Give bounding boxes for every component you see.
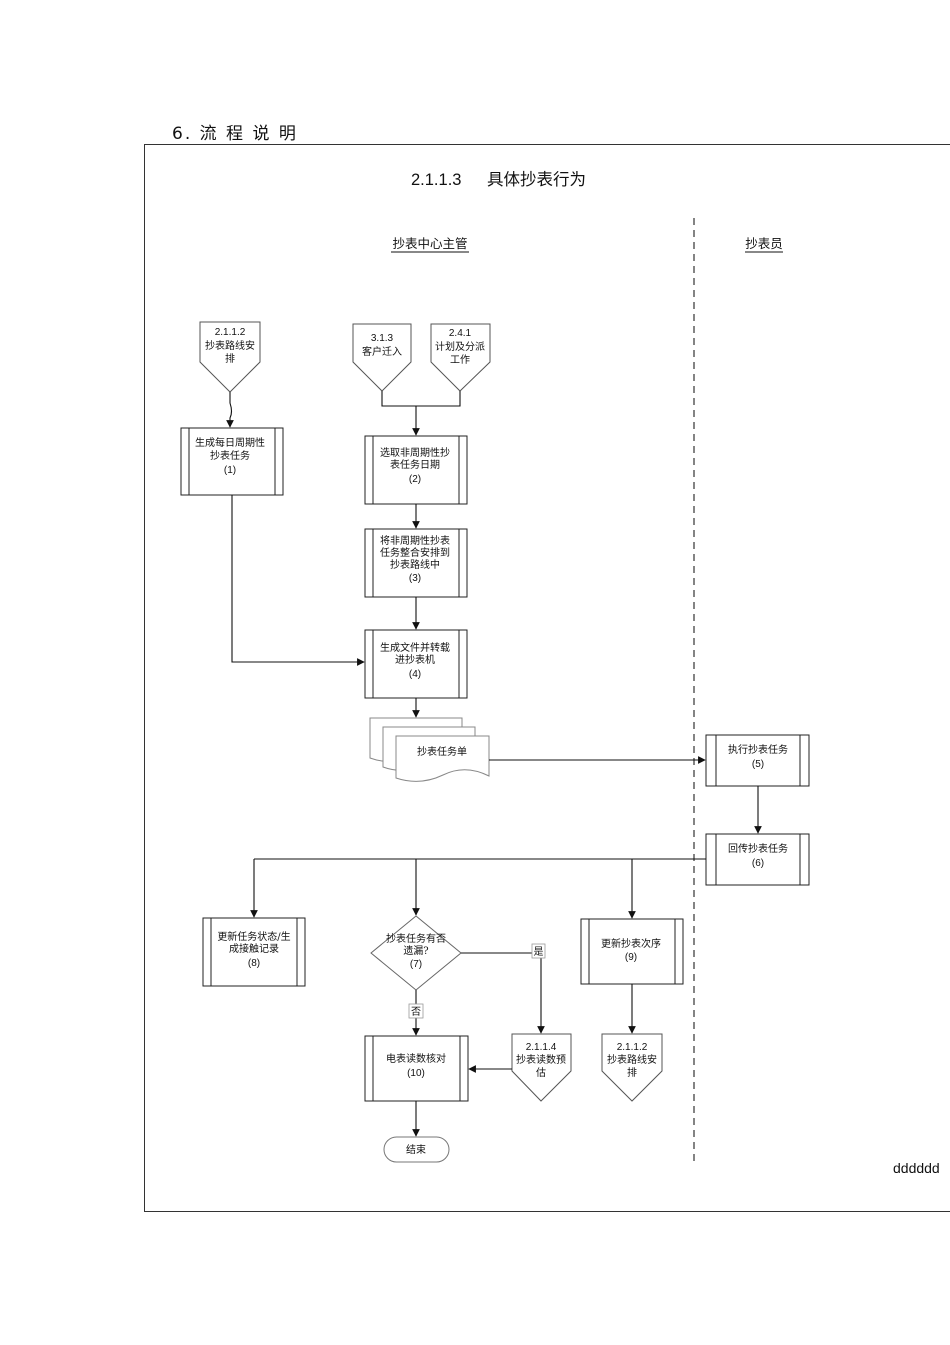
connector-r1-to-p1: [226, 392, 234, 428]
document-reading-task-list: 抄表任务单: [369, 717, 490, 782]
process-2-select-task-dates: 选取非周期性抄 表任务日期 (2): [364, 435, 468, 505]
svg-text:3.1.3: 3.1.3: [371, 333, 394, 344]
svg-text:选取非周期性抄: 选取非周期性抄: [380, 446, 450, 459]
process-6-return-reading: 回传抄表任务 (6): [705, 833, 810, 886]
diagram-title-number: 2.1.1.3: [411, 171, 461, 189]
diagram-title: 具体抄表行为: [487, 170, 586, 189]
svg-text:工作: 工作: [450, 354, 470, 366]
svg-text:抄表路线安: 抄表路线安: [205, 339, 255, 352]
svg-text:2.1.1.4: 2.1.1.4: [526, 1042, 557, 1053]
process-9-update-order: 更新抄表次序 (9): [580, 918, 684, 985]
svg-text:将非周期性抄表: 将非周期性抄表: [380, 534, 450, 547]
svg-text:抄表任务单: 抄表任务单: [417, 745, 467, 758]
section-number: 6.: [172, 124, 193, 144]
footer-text: dddddd: [893, 1160, 940, 1176]
svg-text:生成每日周期性: 生成每日周期性: [195, 436, 265, 449]
svg-text:进抄表机: 进抄表机: [395, 653, 435, 666]
svg-text:排: 排: [627, 1066, 637, 1079]
section-heading: 6. 流 程 说 明: [172, 119, 298, 144]
svg-text:遗漏?: 遗漏?: [403, 944, 428, 957]
decision-7-missing-tasks: 抄表任务有否 遗漏? (7): [370, 915, 462, 991]
svg-text:(4): (4): [409, 669, 421, 680]
svg-text:(10): (10): [407, 1068, 425, 1079]
svg-text:抄表任务: 抄表任务: [210, 449, 250, 462]
process-1-generate-daily-tasks: 生成每日周期性 抄表任务 (1): [180, 427, 284, 496]
process-4-generate-file: 生成文件并转载 进抄表机 (4): [364, 629, 468, 699]
svg-text:抄表读数预: 抄表读数预: [516, 1053, 566, 1066]
diagram-frame: [144, 144, 950, 1212]
svg-text:(8): (8): [248, 958, 260, 969]
svg-text:成接触记录: 成接触记录: [229, 942, 279, 955]
svg-text:任务整合安排到: 任务整合安排到: [380, 546, 450, 559]
process-10-verify-reading: 电表读数核对 (10): [364, 1035, 469, 1102]
svg-text:结束: 结束: [406, 1143, 426, 1156]
svg-text:表任务日期: 表任务日期: [390, 458, 440, 471]
process-3-integrate-route: 将非周期性抄表 任务整合安排到 抄表路线中 (3): [364, 528, 468, 598]
connector-decision-yes: [461, 952, 545, 1034]
svg-text:抄表任务有否: 抄表任务有否: [386, 932, 446, 945]
svg-text:2.1.1.2: 2.1.1.2: [617, 1042, 648, 1053]
svg-text:客户迁入: 客户迁入: [362, 345, 402, 358]
connector-p1-to-p4: [231, 495, 365, 666]
svg-text:计划及分派: 计划及分派: [435, 340, 485, 353]
svg-text:(9): (9): [625, 952, 637, 963]
svg-text:更新任务状态/生: 更新任务状态/生: [217, 930, 290, 943]
svg-text:(7): (7): [410, 959, 422, 970]
svg-text:2.1.1.2: 2.1.1.2: [215, 327, 246, 338]
process-5-execute-reading: 执行抄表任务 (5): [705, 734, 810, 787]
decision-yes-label: 是: [531, 943, 546, 959]
svg-text:排: 排: [225, 352, 235, 365]
svg-text:电表读数核对: 电表读数核对: [386, 1052, 446, 1065]
end-terminator: 结束: [383, 1136, 450, 1163]
process-8-update-status: 更新任务状态/生 成接触记录 (8): [202, 917, 306, 987]
svg-text:执行抄表任务: 执行抄表任务: [728, 743, 788, 756]
lane-header-manager: 抄表中心主管: [392, 236, 467, 251]
offpage-ref-2-1-1-4: 2.1.1.4 抄表读数预 估: [511, 1033, 572, 1102]
svg-text:(1): (1): [224, 465, 236, 476]
svg-text:抄表路线安: 抄表路线安: [607, 1053, 657, 1066]
offpage-ref-2-1-1-2-bottom: 2.1.1.2 抄表路线安 排: [601, 1033, 663, 1102]
svg-text:生成文件并转载: 生成文件并转载: [380, 641, 450, 654]
svg-text:2.4.1: 2.4.1: [449, 328, 472, 339]
svg-text:抄表路线中: 抄表路线中: [390, 558, 440, 571]
connector-r2-r3-merge: [381, 391, 461, 407]
svg-text:(2): (2): [409, 474, 421, 485]
svg-text:更新抄表次序: 更新抄表次序: [601, 937, 661, 950]
svg-text:(5): (5): [752, 759, 764, 770]
lane-header-reader: 抄表员: [745, 236, 783, 251]
svg-text:回传抄表任务: 回传抄表任务: [728, 842, 788, 855]
svg-text:估: 估: [536, 1066, 546, 1079]
section-title: 流 程 说 明: [199, 124, 298, 144]
svg-text:(3): (3): [409, 573, 421, 584]
offpage-ref-2-4-1: 2.4.1 计划及分派 工作: [430, 323, 491, 392]
offpage-ref-3-1-3: 3.1.3 客户迁入: [352, 323, 412, 392]
svg-text:(6): (6): [752, 858, 764, 869]
svg-text:否: 否: [411, 1006, 421, 1018]
offpage-ref-2-1-1-2-top: 2.1.1.2 抄表路线安 排: [199, 321, 261, 393]
decision-no-label: 否: [408, 1003, 424, 1019]
svg-text:是: 是: [534, 946, 544, 958]
